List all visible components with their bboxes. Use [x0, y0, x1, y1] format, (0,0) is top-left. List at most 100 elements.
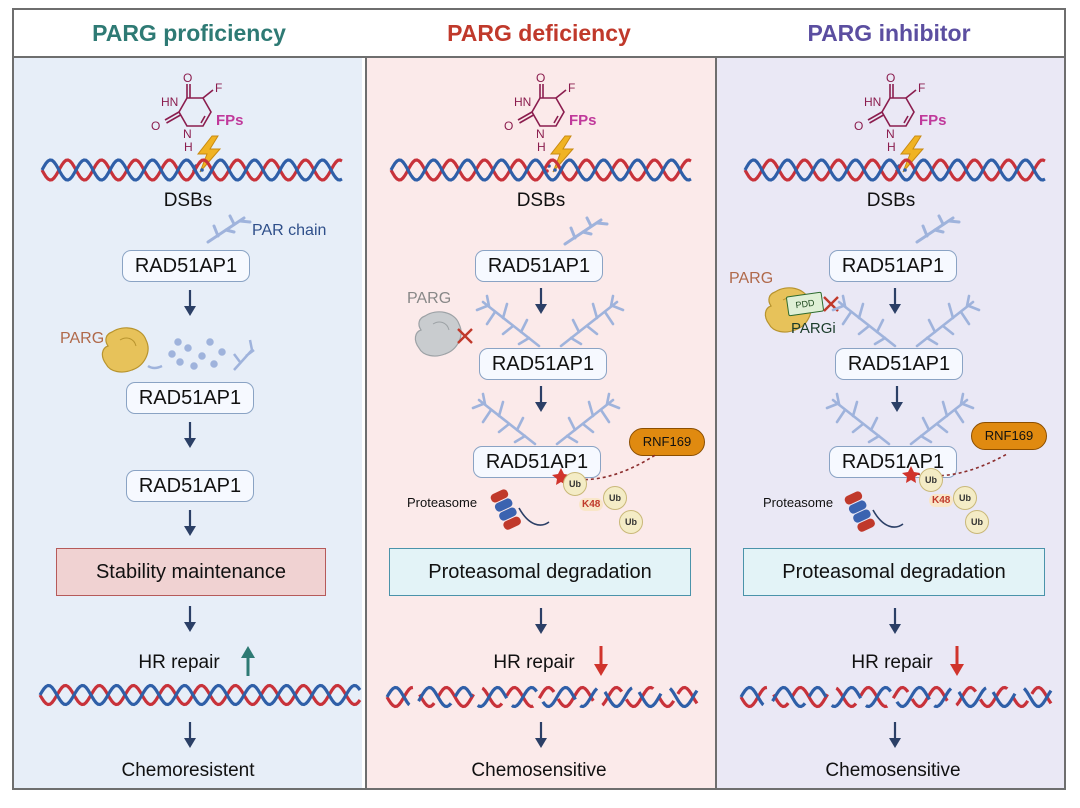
par-chain-icon	[825, 392, 891, 446]
par-chain-icon	[471, 392, 537, 446]
ubiquitin-icon: Ub	[919, 468, 943, 492]
dna-helix-icon	[743, 158, 1046, 182]
svg-text:H: H	[184, 140, 193, 154]
proteasome-label: Proteasome	[407, 495, 478, 510]
arrow-down-icon	[184, 422, 196, 448]
figure-frame: PARG proficiency PARG deficiency PARG in…	[12, 8, 1066, 790]
stability-maintenance-box: Stability maintenance	[56, 548, 326, 596]
svg-text:HN: HN	[161, 95, 178, 109]
fps-label: FPs	[569, 112, 597, 129]
ubiquitin-icon: Ub	[603, 486, 627, 510]
svg-text:O: O	[886, 71, 895, 85]
arrow-up-icon	[241, 646, 255, 676]
parg-enzyme-icon	[414, 311, 462, 357]
panel-title-proficiency: PARG proficiency	[92, 20, 286, 46]
parg-label: PARG	[407, 290, 452, 307]
rnf169-badge: RNF169	[629, 428, 705, 456]
proteasome-label: Proteasome	[763, 495, 834, 510]
dsbs-label: DSBs	[516, 190, 566, 211]
par-chain-icon	[559, 294, 625, 348]
svg-text:HN: HN	[514, 95, 531, 109]
arrow-down-icon	[889, 608, 901, 634]
rnf169-badge: RNF169	[971, 422, 1047, 450]
par-chain-icon	[206, 214, 252, 244]
arrow-down-icon	[184, 722, 196, 748]
par-chain-icon	[563, 216, 609, 246]
svg-text:N: N	[183, 127, 192, 141]
arrow-down-icon	[535, 386, 547, 412]
ubiquitin-icon: Ub	[619, 510, 643, 534]
par-chain-label: PAR chain	[252, 222, 327, 239]
par-fragments-icon	[147, 338, 255, 371]
curved-arrow-icon	[872, 509, 904, 528]
arrow-down-icon	[184, 290, 196, 316]
inhibited-x-icon	[457, 328, 473, 344]
proteasomal-degradation-box: Proteasomal degradation	[389, 548, 691, 596]
svg-text:N: N	[886, 127, 895, 141]
par-chain-icon	[915, 294, 981, 348]
par-chain-icon	[475, 294, 541, 348]
ubiquitin-icon: Ub	[965, 510, 989, 534]
outcome-label: Chemoresistent	[121, 760, 255, 781]
parg-label: PARG	[729, 270, 774, 287]
par-chain-icon	[831, 294, 897, 348]
par-chain-icon	[909, 392, 975, 446]
protein-rad51ap1: RAD51AP1	[122, 250, 250, 282]
protein-rad51ap1: RAD51AP1	[835, 348, 963, 380]
pargi-label: PARGi	[791, 320, 836, 337]
outcome-label: Chemosensitive	[471, 760, 607, 781]
proteasome-icon	[844, 491, 875, 532]
svg-text:H: H	[537, 140, 546, 154]
hr-repair-label: HR repair	[851, 652, 933, 673]
outcome-label: Chemosensitive	[825, 760, 961, 781]
damaged-dna-icon	[739, 685, 1053, 709]
fps-label: FPs	[919, 112, 947, 129]
par-chain-icon	[555, 392, 621, 446]
arrow-down-icon	[184, 510, 196, 536]
hr-repair-label: HR repair	[138, 652, 220, 673]
arrow-down-icon	[184, 606, 196, 632]
svg-text:O: O	[854, 119, 863, 133]
k48-label: K48	[929, 494, 954, 507]
panel-title-inhibitor: PARG inhibitor	[807, 20, 971, 46]
arrow-down-icon	[535, 608, 547, 634]
svg-text:O: O	[536, 71, 545, 85]
title-row: PARG proficiency PARG deficiency PARG in…	[14, 10, 1064, 58]
svg-text:O: O	[504, 119, 513, 133]
svg-text:HN: HN	[864, 95, 881, 109]
svg-text:O: O	[151, 119, 160, 133]
arrow-down-icon	[891, 386, 903, 412]
par-chain-icon	[915, 214, 961, 244]
protein-rad51ap1: RAD51AP1	[475, 250, 603, 282]
protein-rad51ap1: RAD51AP1	[126, 382, 254, 414]
dsbs-label: DSBs	[163, 190, 213, 211]
svg-text:N: N	[536, 127, 545, 141]
ubiquitin-icon: Ub	[953, 486, 977, 510]
k48-label: K48	[579, 498, 604, 511]
arrow-down-icon	[889, 722, 901, 748]
pdd-inhibitor-icon: PDD	[785, 291, 825, 317]
curved-arrow-icon	[518, 507, 550, 526]
ubiquitin-icon: Ub	[563, 472, 587, 496]
hr-repair-label: HR repair	[493, 652, 575, 673]
proteasomal-degradation-box: Proteasomal degradation	[743, 548, 1045, 596]
arrow-down-icon	[535, 722, 547, 748]
dna-helix-icon	[38, 683, 362, 707]
protein-rad51ap1: RAD51AP1	[829, 250, 957, 282]
svg-text:F: F	[568, 81, 575, 95]
svg-text:H: H	[887, 140, 896, 154]
proteasome-icon	[490, 489, 521, 530]
protein-rad51ap1: RAD51AP1	[479, 348, 607, 380]
arrow-down-icon	[889, 288, 901, 314]
parg-enzyme-icon	[101, 327, 149, 373]
parg-label: PARG	[60, 330, 105, 347]
dna-helix-icon	[389, 158, 692, 182]
arrow-down-red-icon	[594, 646, 608, 676]
panel-title-deficiency: PARG deficiency	[447, 20, 631, 46]
